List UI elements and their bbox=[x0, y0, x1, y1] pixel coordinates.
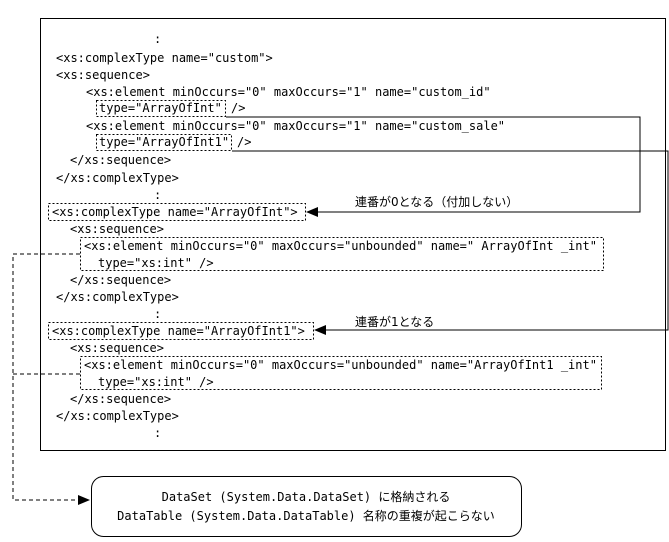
highlight-type-arrayofint1 bbox=[96, 134, 232, 151]
arrowhead-arrayofint bbox=[306, 207, 318, 217]
highlight-element-arrayofint bbox=[80, 237, 604, 271]
complextype-custom-open: <xs:complexType name="custom"> bbox=[56, 51, 273, 65]
element-custom-id: <xs:element minOccurs="0" maxOccurs="1" … bbox=[86, 85, 491, 99]
sequence-open-arrayofint1: <xs:sequence> bbox=[70, 341, 164, 355]
complextype-arrayofint-open: <xs:complexType name="ArrayOfInt"> bbox=[52, 205, 298, 219]
arrowhead-arrayofint1 bbox=[314, 325, 326, 335]
complextype-arrayofint1-open: <xs:complexType name="ArrayOfInt1"> bbox=[52, 324, 305, 338]
connector-arrayofint1 bbox=[232, 150, 669, 331]
sequence-open-custom: <xs:sequence> bbox=[56, 68, 150, 82]
complextype-custom-close: </xs:complexType> bbox=[56, 171, 179, 185]
note-box bbox=[91, 476, 522, 537]
highlight-element-arrayofint1 bbox=[80, 356, 602, 390]
note-line-1: DataSet (System.Data.DataSet) に格納される bbox=[161, 490, 451, 504]
highlight-type-arrayofint bbox=[96, 100, 226, 117]
annotation-sequence-zero: 連番が0となる（付加しない） bbox=[355, 195, 519, 209]
type-xs-int-2: type="xs:int" /> bbox=[98, 375, 214, 389]
sequence-open-arrayofint: <xs:sequence> bbox=[70, 222, 164, 236]
ellipsis-1: : bbox=[154, 32, 162, 46]
element-custom-sale: <xs:element minOccurs="0" maxOccurs="1" … bbox=[86, 119, 506, 133]
ellipsis-2: : bbox=[154, 188, 162, 202]
type-xs-int-1: type="xs:int" /> bbox=[98, 256, 214, 270]
code-frame bbox=[40, 18, 666, 451]
annotation-sequence-one: 連番が1となる bbox=[355, 315, 435, 329]
note-line-2: DataTable (System.Data.DataTable) 名称の重複が… bbox=[117, 509, 495, 523]
dashed-connector bbox=[12, 253, 80, 501]
arrowhead-note bbox=[78, 495, 90, 505]
highlight-complextype-arrayofint bbox=[48, 203, 306, 221]
connector-arrayofint bbox=[226, 116, 641, 213]
sequence-close-custom: </xs:sequence> bbox=[70, 153, 172, 167]
type-arrayofint: type="ArrayOfInt" bbox=[99, 101, 222, 115]
type-arrayofint1: type="ArrayOfInt1" bbox=[99, 135, 230, 149]
element-arrayofint1-int: <xs:element minOccurs="0" maxOccurs="unb… bbox=[84, 358, 597, 372]
element-custom-id-close: /> bbox=[231, 101, 246, 115]
ellipsis-4: : bbox=[154, 426, 162, 440]
ellipsis-3: : bbox=[154, 307, 162, 321]
sequence-close-arrayofint1: </xs:sequence> bbox=[70, 392, 172, 406]
element-custom-sale-close: /> bbox=[237, 135, 252, 149]
complextype-arrayofint-close: </xs:complexType> bbox=[56, 290, 179, 304]
element-arrayofint-int: <xs:element minOccurs="0" maxOccurs="unb… bbox=[84, 239, 597, 253]
sequence-close-arrayofint: </xs:sequence> bbox=[70, 273, 172, 287]
highlight-complextype-arrayofint1 bbox=[48, 322, 314, 340]
complextype-arrayofint1-close: </xs:complexType> bbox=[56, 409, 179, 423]
